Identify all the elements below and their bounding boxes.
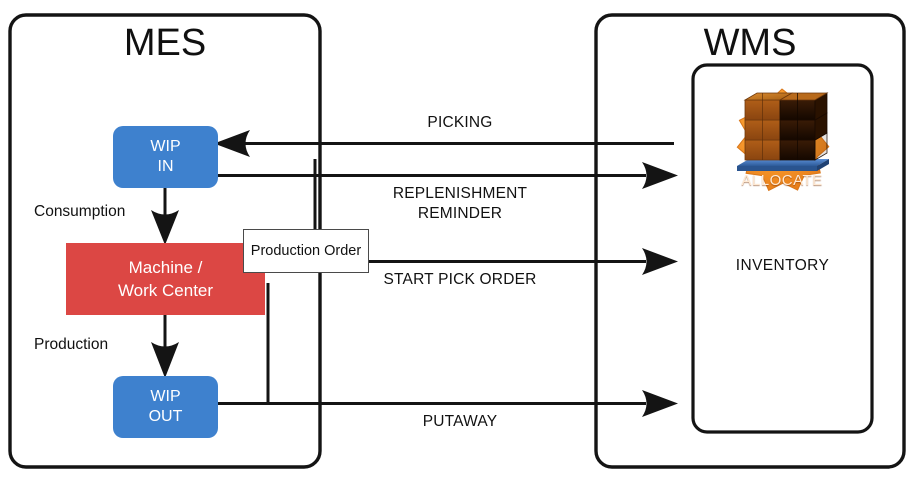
inventory-label: INVENTORY (735, 257, 830, 274)
node-wip-out[interactable]: WIP OUT (113, 376, 218, 438)
node-wip-in-line1: WIP (150, 138, 181, 155)
label-consumption: Consumption (34, 203, 126, 220)
node-wip-in[interactable]: WIP IN (113, 126, 218, 188)
allocate-badge[interactable]: ALLOCATE (723, 88, 841, 206)
flow-label-putaway: PUTAWAY (422, 413, 498, 430)
inventory-box (691, 63, 874, 434)
production-order-box[interactable]: Production Order (243, 229, 369, 273)
node-machine-line1: Machine / (128, 258, 203, 277)
node-wip-out-line2: OUT (148, 408, 183, 425)
label-production: Production (34, 336, 109, 353)
flow-label-replenishment-reminder: REPLENISHMENT REMINDER (392, 185, 528, 222)
node-wip-out-line1: WIP (150, 388, 181, 405)
node-machine-line2: Work Center (117, 281, 214, 300)
flow-replenishment-reminder (216, 162, 678, 189)
flow-label-picking: PICKING (427, 114, 493, 131)
production-order-connector (266, 159, 317, 403)
flow-picking (214, 130, 674, 157)
wms-panel-title: WMS (703, 22, 797, 64)
arrow-production (151, 315, 179, 378)
mes-panel-title: MES (123, 22, 207, 64)
flow-putaway (216, 390, 678, 417)
allocate-badge-icon (736, 88, 830, 192)
flow-label-start-pick-order: START PICK ORDER (383, 271, 537, 288)
arrow-consumption (151, 188, 179, 245)
node-wip-in-line2: IN (157, 158, 174, 175)
node-machine-work-center[interactable]: Machine / Work Center (66, 243, 265, 315)
allocate-badge-label: ALLOCATE (741, 172, 823, 189)
